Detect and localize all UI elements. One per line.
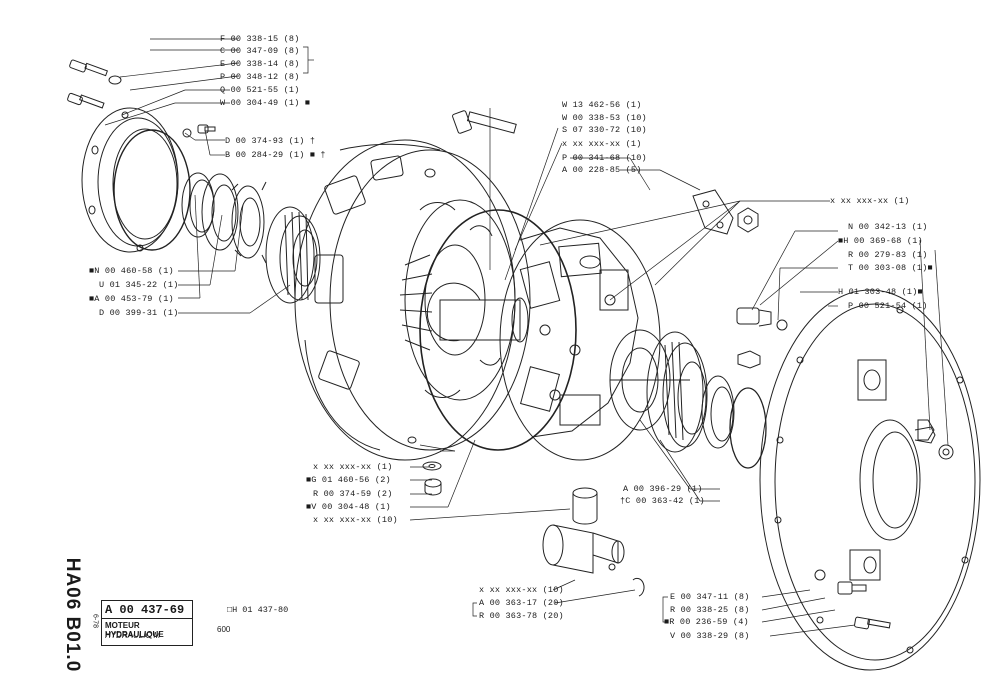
key-piece xyxy=(737,350,761,369)
side-reference: □H 01 437-80 xyxy=(227,605,289,615)
part-label: x xx xxx-xx (10) xyxy=(479,585,564,595)
small-plug xyxy=(424,478,442,496)
roller-bearing-right xyxy=(646,331,708,453)
part-label: F 00 338-15 (8) xyxy=(220,34,300,44)
rotor-cam xyxy=(499,219,661,461)
plug-fitting xyxy=(736,307,788,331)
drive-shaft xyxy=(426,282,529,343)
part-label: S 07 330-72 (10) xyxy=(562,125,647,135)
part-label: W 00 304-49 (1) ■ xyxy=(220,98,311,108)
left-bearing-stack xyxy=(181,172,267,264)
part-label: E 00 338-14 (8) xyxy=(220,59,300,69)
roller-bearing-left xyxy=(265,206,321,304)
right-shaft xyxy=(609,329,690,431)
part-label: W 00 338-53 (10) xyxy=(562,113,647,123)
part-label: R 00 363-78 (20) xyxy=(479,611,564,621)
cover-bolt-bottom xyxy=(814,569,891,630)
part-label: C 00 347-09 (8) xyxy=(220,46,300,56)
circlip xyxy=(632,577,645,597)
part-label: H 01 303-48 (1)■ xyxy=(838,287,923,297)
reference-number: A 00 437-69 xyxy=(105,603,185,617)
hex-nut xyxy=(737,207,759,233)
part-label: P 00 341-68 (10) xyxy=(562,153,647,163)
o-ring-rotor xyxy=(419,209,577,451)
part-label: D 00 399-31 (1) xyxy=(99,308,179,318)
cover-bolt-assembly xyxy=(914,426,954,460)
model-size: 600 xyxy=(217,625,231,634)
part-label: x xx xxx-xx (1) xyxy=(830,196,910,206)
part-label: †C 00 363-42 (1) xyxy=(620,496,705,506)
small-screw xyxy=(182,124,216,138)
part-label: R 00 279-83 (1) xyxy=(848,250,928,260)
second-bolt xyxy=(67,92,105,109)
part-label: T 00 303-08 (1)■ xyxy=(848,263,933,273)
dowel-pin xyxy=(572,487,598,525)
part-label: W 13 462-56 (1) xyxy=(562,100,642,110)
piston-cylinder xyxy=(542,524,625,574)
left-cover-plate xyxy=(81,107,179,253)
part-label: ■G 01 460-56 (2) xyxy=(306,475,391,485)
part-label: A 00 228-85 (5) xyxy=(562,165,642,175)
seal-ring-right xyxy=(701,375,735,449)
part-label: x xx xxx-xx (1) xyxy=(313,462,393,472)
part-label: ■N 00 460-58 (1) xyxy=(89,266,174,276)
right-end-cover xyxy=(759,289,981,671)
part-label: V 00 338-29 (8) xyxy=(670,631,750,641)
part-name-fr: MOTEUR HYDRAULIQUE xyxy=(105,621,164,639)
part-label: N 00 342-13 (1) xyxy=(848,222,928,232)
part-label: A 00 363-17 (20) xyxy=(479,598,564,608)
part-label: A 00 396-29 (1) xyxy=(623,484,703,494)
part-label: ■H 00 369-68 (1) xyxy=(838,236,923,246)
part-label: R 00 338-25 (8) xyxy=(670,605,750,615)
title-divider xyxy=(102,618,192,619)
lock-plate xyxy=(692,189,734,235)
part-label: R 00 374-59 (2) xyxy=(313,489,393,499)
main-housing xyxy=(294,139,531,461)
o-ring-large xyxy=(113,129,191,251)
top-left-bolt xyxy=(69,59,122,85)
part-label: P 00 348-12 (8) xyxy=(220,72,300,82)
part-name-en: HYDRAULIC M xyxy=(105,631,161,640)
part-label: E 00 347-11 (8) xyxy=(670,592,750,602)
small-washer xyxy=(422,461,442,471)
title-box: A 00 437-69 MOTEUR HYDRAULIQUE HYDRAULIC… xyxy=(101,600,193,646)
part-label: x xx xxx-xx (1) xyxy=(562,139,642,149)
leader-lines xyxy=(104,38,949,637)
part-label: x xx xxx-xx (10) xyxy=(313,515,398,525)
o-ring-right xyxy=(729,387,767,469)
part-label: U 01 345-22 (1) xyxy=(99,280,179,290)
part-label: P 00 521-54 (1) xyxy=(848,301,928,311)
drawing-code: HA06 B01.0 xyxy=(62,557,83,673)
part-label: Q 00 521-55 (1) xyxy=(220,85,300,95)
drawing-date: 6-78 xyxy=(91,613,99,629)
part-label: ■R 00 236-59 (4) xyxy=(664,617,749,627)
part-label: ■V 00 304-48 (1) xyxy=(306,502,391,512)
part-label: ■A 00 453-79 (1) xyxy=(89,294,174,304)
part-label: D 00 374-93 (1) † xyxy=(225,136,316,146)
part-label: B 00 284-29 (1) ■ † xyxy=(225,150,326,160)
top-bolt xyxy=(452,110,517,134)
